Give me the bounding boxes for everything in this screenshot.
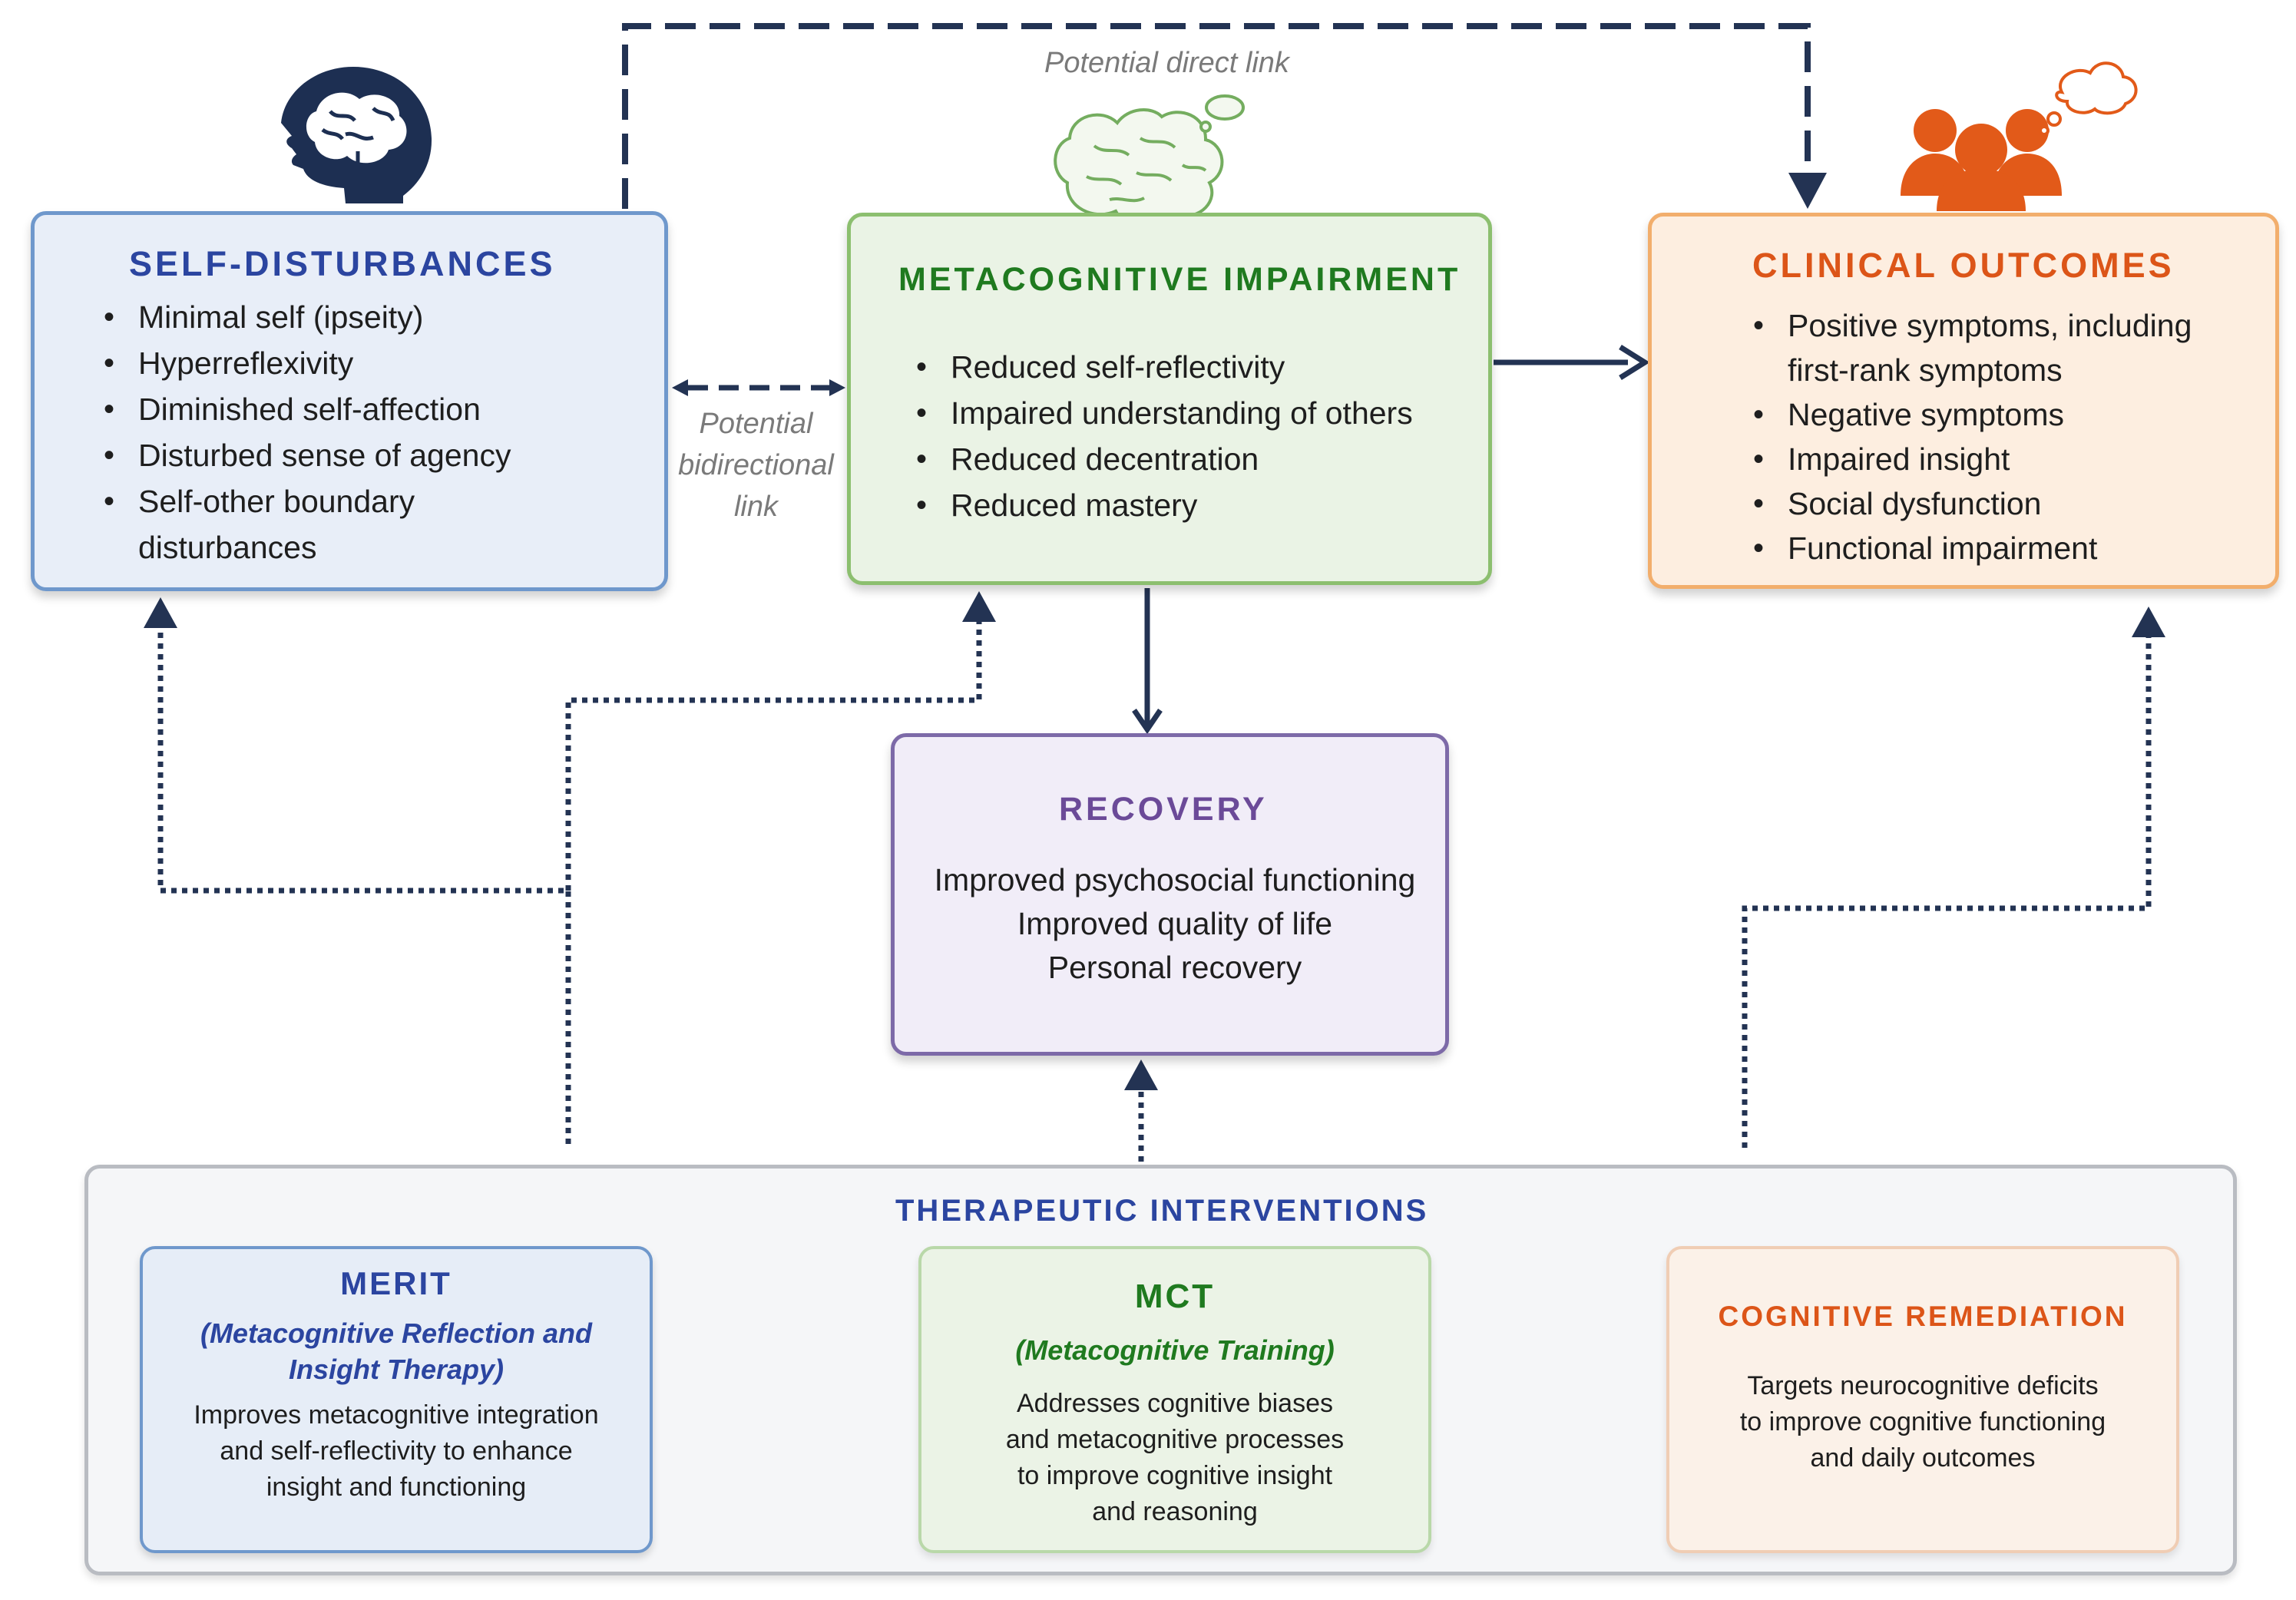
list-item: Negative symptoms xyxy=(1753,392,2192,437)
arrowhead-self xyxy=(144,597,177,628)
list-item: Minimal self (ipseity) xyxy=(104,294,511,340)
mct-subtitle: (Metacognitive Training) xyxy=(1015,1334,1335,1366)
merit-line: and self-reflectivity to enhance xyxy=(220,1436,573,1466)
mct-line: Addresses cognitive biases xyxy=(1016,1389,1333,1418)
merit-line: Improves metacognitive integration xyxy=(194,1400,599,1430)
mct-box xyxy=(918,1246,1431,1553)
cognitive-remediation-description: Targets neurocognitive deficits to impro… xyxy=(1666,1368,2179,1476)
merit-subtitle-line: Insight Therapy) xyxy=(288,1354,505,1385)
list-item: Disturbed sense of agency xyxy=(104,432,511,478)
meta-to-clinical-arrow xyxy=(1494,345,1650,380)
bidirectional-line-3: link xyxy=(733,491,779,523)
cognitive-remediation-box xyxy=(1666,1246,2179,1553)
recovery-title: RECOVERY xyxy=(1059,791,1268,828)
recovery-box xyxy=(891,733,1449,1056)
clinical-outcomes-list: Positive symptoms, including first-rank … xyxy=(1753,303,2192,570)
merit-title: MERIT xyxy=(340,1265,452,1301)
list-item: Reduced decentration xyxy=(916,436,1413,482)
merit-description: Improves metacognitive integration and s… xyxy=(140,1397,653,1506)
list-item: Diminished self-affection xyxy=(104,386,511,432)
metacognitive-impairment-title: METACOGNITIVE IMPAIRMENT xyxy=(898,261,1461,298)
list-item-continuation: disturbances xyxy=(138,530,317,565)
bidirectional-link-label: Potential bidirectional link xyxy=(670,403,842,527)
dotted-to-clinical xyxy=(1742,637,2152,1148)
list-item: Social dysfunction xyxy=(1753,481,2192,526)
direct-link-arrow xyxy=(622,23,1827,209)
merit-line: insight and functioning xyxy=(266,1473,527,1502)
merit-box xyxy=(140,1246,653,1553)
mct-line: and reasoning xyxy=(1092,1497,1258,1526)
cognitive-remediation-line: Targets neurocognitive deficits xyxy=(1747,1371,2099,1400)
recovery-line: Improved quality of life xyxy=(1017,906,1333,941)
clinical-outcomes-title: CLINICAL OUTCOMES xyxy=(1752,246,2175,285)
recovery-line: Improved psychosocial functioning xyxy=(934,862,1416,898)
meta-to-recovery-arrow xyxy=(1132,588,1163,735)
mct-line: and metacognitive processes xyxy=(1005,1425,1345,1454)
list-item-continuation: first-rank symptoms xyxy=(1788,352,2063,388)
recovery-lines: Improved psychosocial functioning Improv… xyxy=(891,858,1459,990)
list-item: Impaired understanding of others xyxy=(916,390,1413,436)
merit-subtitle: (Metacognitive Reflection and Insight Th… xyxy=(140,1315,653,1387)
metacognitive-impairment-list: Reduced self-reflectivity Impaired under… xyxy=(916,344,1413,528)
dotted-to-self xyxy=(157,626,571,1144)
arrowhead-meta xyxy=(962,591,996,622)
direct-link-label: Potential direct link xyxy=(1044,47,1289,79)
people-group-icon xyxy=(1901,61,2138,211)
mct-description: Addresses cognitive biases and metacogni… xyxy=(918,1386,1431,1530)
bidirectional-line-1: Potential xyxy=(699,408,813,440)
head-brain-icon xyxy=(281,67,432,203)
arrowhead-recovery xyxy=(1124,1060,1158,1090)
self-disturbances-title: SELF-DISTURBANCES xyxy=(129,244,556,283)
cognitive-remediation-line: to improve cognitive functioning xyxy=(1739,1407,2106,1436)
mct-line: to improve cognitive insight xyxy=(1017,1461,1333,1490)
list-item: Hyperreflexivity xyxy=(104,340,511,386)
therapeutic-interventions-title: THERAPEUTIC INTERVENTIONS xyxy=(895,1194,1429,1228)
recovery-line: Personal recovery xyxy=(1047,950,1302,985)
list-item: Reduced mastery xyxy=(916,482,1413,528)
list-item: Functional impairment xyxy=(1753,526,2192,570)
bidirectional-link-arrow xyxy=(672,379,845,396)
arrowhead-clinical xyxy=(2132,607,2165,637)
self-disturbances-list: Minimal self (ipseity) Hyperreflexivity … xyxy=(104,294,511,570)
list-item: Impaired insight xyxy=(1753,437,2192,481)
mct-title: MCT xyxy=(1134,1278,1216,1315)
list-item: Positive symptoms, including xyxy=(1753,303,2192,348)
cognitive-remediation-line: and daily outcomes xyxy=(1810,1443,2036,1473)
merit-subtitle-line: (Metacognitive Reflection and xyxy=(200,1317,593,1349)
list-item: Reduced self-reflectivity xyxy=(916,344,1413,390)
bidirectional-line-2: bidirectional xyxy=(678,449,834,481)
list-item: Self-other boundary xyxy=(104,478,511,524)
cognitive-remediation-title: COGNITIVE REMEDIATION xyxy=(1718,1301,2128,1332)
